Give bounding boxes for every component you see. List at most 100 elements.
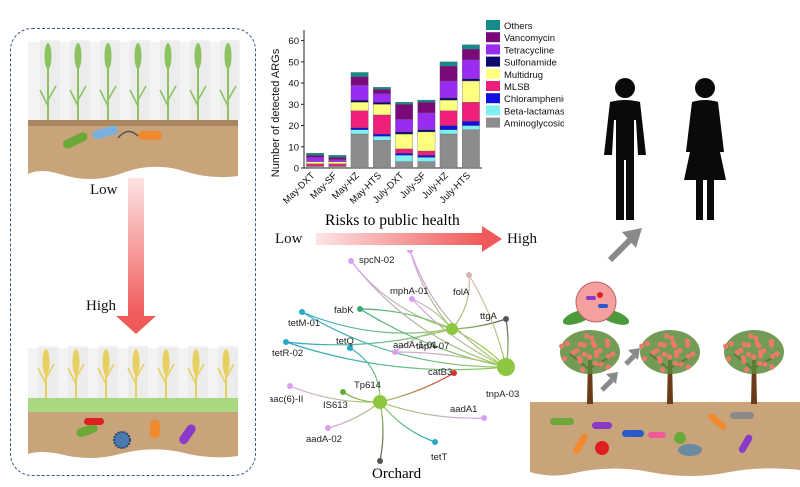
- gene-node: [407, 250, 413, 253]
- bar-segment: [417, 161, 436, 169]
- legend-swatch: [486, 68, 500, 79]
- legend-entry: MLSB: [504, 82, 530, 93]
- network-edge: [379, 401, 384, 462]
- increase-arrow-vertical: [128, 178, 144, 316]
- gene-node: [451, 370, 457, 376]
- bar-segment: [462, 48, 480, 60]
- bar-segment: [439, 125, 458, 130]
- bar-segment: [439, 61, 458, 67]
- gene-node: [409, 296, 415, 302]
- y-tick-label: 60: [288, 36, 299, 47]
- peach-tree: [559, 330, 620, 404]
- bar-segment: [417, 131, 436, 152]
- peach-tree: [723, 330, 784, 404]
- gene-node: [340, 389, 346, 395]
- network-edge: [468, 274, 507, 368]
- network-edge: [379, 401, 485, 419]
- bar-segment: [373, 136, 391, 141]
- bar-segment: [417, 112, 436, 130]
- gene-node: [299, 309, 305, 315]
- hub-node: [446, 323, 458, 335]
- field-panel: [10, 28, 256, 476]
- hub-label: Tp614: [354, 380, 381, 391]
- bar-segment: [417, 129, 436, 133]
- bar-segment: [350, 102, 369, 111]
- y-axis-label: Number of detected ARGs: [270, 48, 282, 177]
- grey-arrow-up-3: [600, 372, 618, 392]
- orchard-and-humans: [530, 78, 800, 476]
- network-edge: [285, 341, 507, 371]
- gene-node: [283, 339, 289, 345]
- bar-segment: [462, 80, 480, 103]
- grey-arrow-up-2: [624, 348, 640, 366]
- network-edge: [411, 298, 507, 368]
- legend-swatch: [486, 20, 500, 30]
- increase-arrow-head: [116, 316, 156, 334]
- bar-segment: [417, 157, 436, 162]
- bar-segment: [439, 133, 458, 169]
- left-high-label: High: [86, 298, 116, 314]
- gene-node: [325, 425, 331, 431]
- legend-swatch: [486, 105, 500, 116]
- bar-segment: [462, 125, 480, 130]
- woman-icon: [684, 78, 726, 220]
- bar-segment: [328, 161, 347, 164]
- bar-segment: [439, 129, 458, 135]
- gene-network: spcN-02aacC4folAtetM-01mphA-01fabKttgAte…: [270, 250, 519, 470]
- bar-segment: [350, 133, 369, 169]
- legend-swatch: [486, 44, 500, 55]
- legend-swatch: [486, 81, 500, 91]
- bar-segment: [462, 59, 480, 79]
- bar-segment: [417, 99, 436, 103]
- bar-segment: [395, 161, 413, 169]
- legend-swatch: [486, 56, 500, 67]
- legend-entry: Vancomycin: [504, 33, 555, 44]
- gene-node: [392, 349, 398, 355]
- network-edge: [301, 311, 453, 334]
- y-tick-label: 30: [288, 100, 299, 111]
- legend-entry: Others: [504, 21, 533, 32]
- gene-node: [503, 316, 509, 322]
- network-edge: [301, 311, 507, 368]
- network-edge: [379, 372, 455, 403]
- bar-segment: [395, 133, 413, 150]
- args-stacked-bar-chart: Number of detected ARGs 0102030405060May…: [270, 20, 564, 206]
- legend-swatch: [486, 93, 500, 104]
- bar-segment: [395, 155, 413, 162]
- network-edge: [451, 318, 507, 330]
- orchard-soil: [530, 402, 800, 476]
- bar-segment: [439, 110, 458, 126]
- risk-arrow: [316, 226, 502, 252]
- hub-label: tnpA-03: [486, 389, 519, 400]
- network-edge: [379, 401, 436, 443]
- bar-segment: [439, 80, 458, 99]
- bar-segment: [350, 99, 369, 103]
- bar-segment: [328, 163, 347, 167]
- orchard-label: Orchard: [372, 466, 422, 482]
- bar-segment: [395, 131, 413, 135]
- peach-fruit: [562, 281, 630, 325]
- legend-swatch: [486, 32, 500, 43]
- gene-label: ttgA: [480, 311, 498, 322]
- x-tick-label: May-DXT: [281, 170, 317, 206]
- bacteria-bottom: [76, 418, 196, 449]
- gene-label: tetR-02: [272, 348, 303, 359]
- bar-segment: [439, 99, 458, 111]
- bar-segment: [439, 65, 458, 82]
- gene-node: [432, 439, 438, 445]
- legend-swatch: [486, 117, 500, 128]
- hub-node: [497, 358, 515, 376]
- risk-high-label: High: [507, 231, 537, 247]
- gene-label: mphA-01: [390, 286, 429, 297]
- bar-segment: [328, 165, 347, 169]
- y-tick-label: 10: [288, 142, 299, 153]
- bar-segment: [328, 157, 347, 160]
- bar-segment: [328, 159, 347, 162]
- hub-label: tnpA-07: [416, 341, 449, 352]
- peach-tree: [639, 330, 700, 404]
- bar-segment: [462, 78, 480, 82]
- bar-segment: [462, 121, 480, 126]
- grey-arrow-up-1: [607, 228, 642, 263]
- gene-label: fabK: [334, 305, 354, 316]
- bar-segment: [395, 152, 413, 156]
